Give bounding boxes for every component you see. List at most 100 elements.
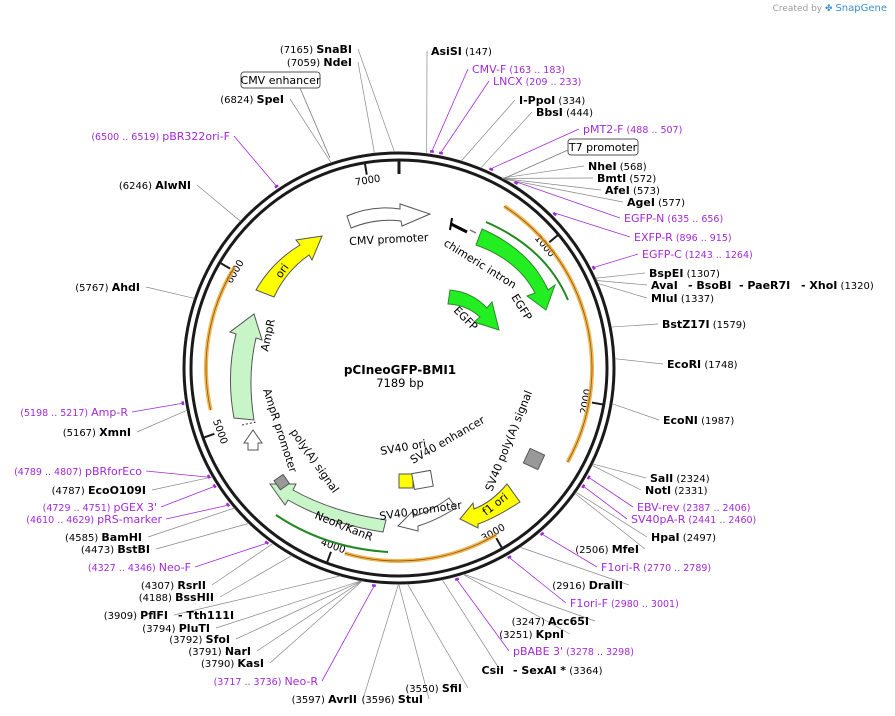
enzyme-site-noti[interactable]: NotI (2331) xyxy=(645,484,708,497)
enzyme-site-kpni[interactable]: (3251) KpnI xyxy=(499,628,564,641)
primer-lncx[interactable]: LNCX (209 .. 233) xyxy=(493,75,581,88)
primer-name: CMV-F xyxy=(472,63,506,76)
enzyme-site-bamhi[interactable]: (4585) BamHI xyxy=(65,531,142,544)
enzyme-site-bsobi[interactable]: - BsoBI xyxy=(688,279,731,292)
primer-ebvrev[interactable]: EBV-rev (2387 .. 2406) xyxy=(637,501,750,514)
enzyme-label: BspEI (1307) xyxy=(649,267,720,280)
enzyme-site-stui[interactable]: (3596) StuI xyxy=(361,693,423,706)
enzyme-site-sali[interactable]: SalI (2324) xyxy=(650,472,710,485)
enzyme-site-hpai[interactable]: HpaI (2497) xyxy=(651,531,716,544)
primer-exfpr[interactable]: EXFP-R (896 .. 915) xyxy=(634,231,732,244)
enzyme-site-bspei[interactable]: BspEI (1307) xyxy=(649,267,720,280)
primer-prsmarker[interactable]: (4610 .. 4629) pRS-marker xyxy=(26,513,162,526)
enzyme-leader-line xyxy=(595,272,646,279)
enzyme-site-bsshii[interactable]: (4188) BssHII xyxy=(139,591,214,604)
enzyme-site-bstbi[interactable]: (4473) BstBI xyxy=(81,543,150,556)
primer-site-mark xyxy=(507,555,512,560)
enzyme-site-ndei[interactable]: (7059) NdeI xyxy=(287,56,352,69)
enzyme-labels: (7165) SnaBI(7059) NdeI (6824) SpeI (6246)… xyxy=(52,43,874,706)
enzyme-site-mlui[interactable]: MluI (1337) xyxy=(651,292,714,305)
enzyme-position: (2506) xyxy=(575,545,611,556)
enzyme-site-agei[interactable]: AgeI (577) xyxy=(627,196,685,209)
enzyme-leader-line xyxy=(269,580,363,664)
primer-name: pBR322ori-F xyxy=(162,130,230,143)
enzyme-leader-line xyxy=(145,286,195,299)
enzyme-name: CsiI xyxy=(482,664,504,677)
enzyme-site-ecori[interactable]: EcoRI (1748) xyxy=(667,358,738,371)
feature-ampr: AmpR xyxy=(258,317,278,352)
primer-egfpc[interactable]: EGFP-C (1243 .. 1264) xyxy=(642,248,753,261)
enzyme-site-ecoo109i[interactable]: (4787) EcoO109I xyxy=(52,484,146,497)
enzyme-site-nari[interactable]: (3791) NarI xyxy=(188,645,251,658)
primer-f1orir[interactable]: F1ori-R (2770 .. 2789) xyxy=(601,561,711,574)
egfp-arrow-outer xyxy=(475,228,557,311)
enzyme-site-spei[interactable]: (6824) SpeI xyxy=(220,93,284,106)
enzyme-position: (4473) xyxy=(81,545,117,556)
enzyme-site-nhei[interactable]: NheI (568) xyxy=(588,160,647,173)
enzyme-name: PflFI xyxy=(140,609,168,622)
primer-pbabe3[interactable]: pBABE 3' (3278 .. 3298) xyxy=(513,645,634,658)
enzyme-site-sexai[interactable]: - SexAI * (3364) xyxy=(513,664,603,677)
enzyme-name: SfiI xyxy=(442,682,462,695)
primer-range: (209 .. 233) xyxy=(523,77,582,88)
enzyme-leader-line xyxy=(407,583,469,689)
enzyme-site-xmni[interactable]: (5167) XmnI xyxy=(63,426,131,439)
primer-leader-line xyxy=(440,80,490,153)
tick-mark xyxy=(495,537,504,550)
enzyme-site-bstz17i[interactable]: BstZ17I (1579) xyxy=(662,318,746,331)
enzyme-site-ippoi[interactable]: I-PpoI (334) xyxy=(519,94,585,107)
primer-name: Neo-F xyxy=(159,561,191,574)
primer-leader-line xyxy=(516,181,621,219)
enzyme-site-sfoi[interactable]: (3792) SfoI xyxy=(169,633,230,646)
primer-sv40par[interactable]: SV40pA-R (2441 .. 2460) xyxy=(631,513,756,526)
enzyme-leader-line xyxy=(480,111,533,169)
enzyme-site-pluti[interactable]: (3794) PluTI xyxy=(142,622,210,635)
enzyme-leader-line xyxy=(502,178,602,191)
enzyme-site-bbsi[interactable]: BbsI (444) xyxy=(536,106,593,119)
enzyme-site-xhoi[interactable]: - XhoI (1320) xyxy=(801,279,874,292)
enzyme-site-econi[interactable]: EcoNI (1987) xyxy=(663,414,734,427)
primer-pbrforeco[interactable]: (4789 .. 4807) pBRforEco xyxy=(14,465,142,478)
enzyme-site-sfii[interactable]: (3550) SfiI xyxy=(405,682,462,695)
enzyme-position: (3792) xyxy=(169,635,205,646)
enzyme-site-avrii[interactable]: (3597) AvrII xyxy=(292,693,357,706)
primer-pbr322orif[interactable]: (6500 .. 6519) pBR322ori-F xyxy=(91,130,230,143)
primer-pmt2f[interactable]: pMT2-F (488 .. 507) xyxy=(583,123,682,136)
primer-range: (2387 .. 2406) xyxy=(680,503,751,514)
primer-pgex3[interactable]: (4729 .. 4751) pGEX 3' xyxy=(43,501,157,514)
enzyme-name: NheI xyxy=(588,160,617,173)
enzyme-site-ahdi[interactable]: (5767) AhdI xyxy=(75,281,140,294)
primer-cmvf[interactable]: CMV-F (163 .. 183) xyxy=(472,63,565,76)
enzyme-site-snabi[interactable]: (7165) SnaBI xyxy=(280,43,352,56)
enzyme-site-afei[interactable]: AfeI (573) xyxy=(605,184,660,197)
enzyme-site-tth111i[interactable]: - Tth111I xyxy=(178,609,234,622)
enzyme-label: (3597) AvrII xyxy=(292,693,357,706)
enzyme-position: (3364) xyxy=(566,666,603,677)
enzyme-name: SnaBI xyxy=(316,43,352,56)
primer-egfpn[interactable]: EGFP-N (635 .. 656) xyxy=(624,212,723,225)
primer-f1orif[interactable]: F1ori-F (2980 .. 3001) xyxy=(570,597,679,610)
enzyme-site-bmti[interactable]: BmtI (572) xyxy=(597,172,656,185)
enzyme-leader-line xyxy=(614,358,664,365)
primer-range: (896 .. 915) xyxy=(673,233,732,244)
enzyme-position: (3597) xyxy=(292,695,328,706)
enzyme-position: (1337) xyxy=(678,294,715,305)
enzyme-site-mfei[interactable]: (2506) MfeI xyxy=(575,543,639,556)
enzyme-label: (3909) PflFI xyxy=(104,609,168,622)
primer-neof[interactable]: (4327 .. 4346) Neo-F xyxy=(88,561,191,574)
enzyme-site-acc65i[interactable]: (3247) Acc65I xyxy=(512,615,589,628)
enzyme-site-avai[interactable]: AvaI xyxy=(651,279,678,292)
enzyme-site-rsrii[interactable]: (4307) RsrII xyxy=(141,579,206,592)
primer-ampr[interactable]: (5198 .. 5217) Amp-R xyxy=(20,406,128,419)
enzyme-name: XmnI xyxy=(99,426,131,439)
enzyme-site-asisi[interactable]: AsiSI (147) xyxy=(431,45,492,58)
primer-leader-line xyxy=(131,402,182,413)
enzyme-name: AsiSI xyxy=(431,45,462,58)
enzyme-site-paer7i[interactable]: - PaeR7I xyxy=(739,279,790,292)
enzyme-site-alwni[interactable]: (6246) AlwNI xyxy=(119,179,191,192)
enzyme-site-csii[interactable]: CsiI xyxy=(482,664,504,677)
enzyme-site-pflfi[interactable]: (3909) PflFI xyxy=(104,609,168,622)
primer-neor[interactable]: (3717 .. 3736) Neo-R xyxy=(214,675,319,688)
enzyme-site-draiii[interactable]: (2916) DraIII xyxy=(552,579,623,592)
enzyme-site-kasi[interactable]: (3790) KasI xyxy=(201,657,264,670)
